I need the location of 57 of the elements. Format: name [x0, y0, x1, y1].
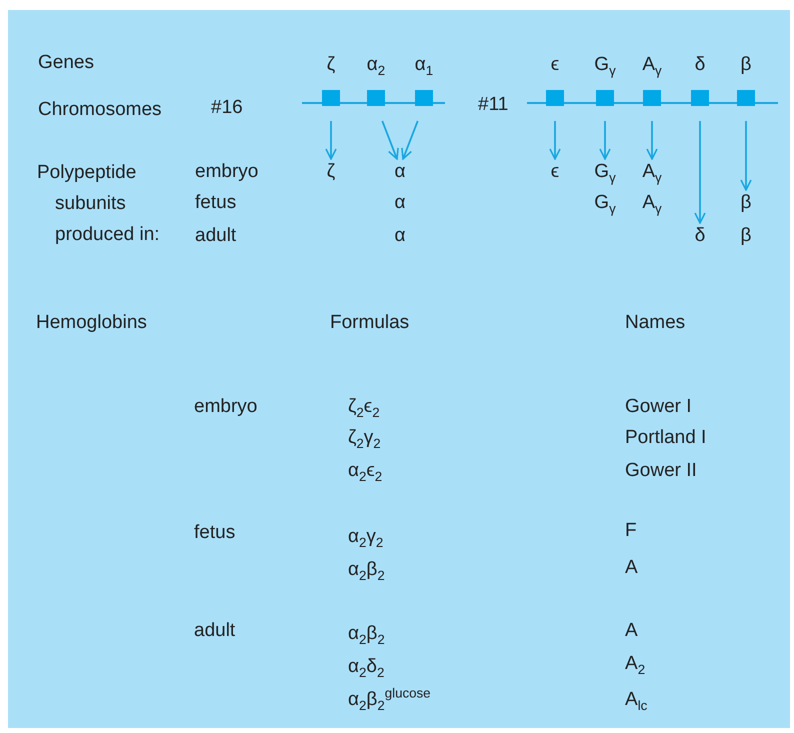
formula: ζ$_{2}$γ$_{2}$: [348, 426, 381, 450]
gene-symbol: A$_{γ}$: [641, 54, 663, 76]
arrow: [401, 120, 419, 160]
formula: α$_{2}$δ$_{2}$: [348, 655, 384, 679]
row-heading: Chromosomes: [38, 98, 162, 122]
arrow: [646, 121, 658, 160]
formula: ζ$_{2}$ϵ$_{2}$: [348, 395, 380, 419]
arrow: [549, 121, 561, 160]
hemoglobin-name: A: [625, 556, 638, 580]
formula: α$_{2}$β$_{2}$: [348, 622, 385, 646]
polypeptide-symbol: G$_{γ}$: [583, 161, 627, 183]
polypeptide-symbol: A$_{γ}$: [642, 191, 662, 215]
hemoglobin-name: Gower I: [625, 395, 692, 419]
polypeptide-symbol: β: [740, 224, 752, 248]
polypeptide-symbol: α: [394, 191, 406, 215]
stage-label: fetus: [195, 191, 236, 215]
column-header: Formulas: [330, 311, 410, 335]
gene-symbol: α$_{1}$: [414, 54, 434, 76]
formula: α$_{2}$ϵ$_{2}$: [348, 459, 382, 483]
column-header: Names: [625, 311, 686, 335]
arrow: [381, 120, 399, 160]
hemoglobin-name: F: [625, 519, 637, 543]
gene-symbol: G$_{γ}$: [593, 54, 617, 76]
polypeptide-symbol: G$_{γ}$: [594, 191, 616, 215]
gene-symbol: α$_{2}$: [366, 54, 386, 76]
gene-symbol: δ: [694, 54, 706, 76]
arrow: [740, 121, 752, 191]
row-heading: Hemoglobins: [36, 311, 147, 335]
polypeptide-symbol: α: [378, 161, 422, 183]
gene-symbol: ϵ: [550, 54, 560, 76]
polypeptide-symbol: ϵ: [533, 161, 577, 183]
polypeptide-symbol: δ: [678, 225, 722, 247]
row-heading: Polypeptide subunits produced in:: [37, 160, 161, 246]
stage-label: adult: [194, 619, 236, 643]
arrow: [325, 121, 337, 160]
polypeptide-symbol: A$_{γ}$: [630, 161, 674, 183]
stage-label: embryo: [195, 160, 258, 184]
stage-label: fetus: [194, 521, 236, 545]
hemoglobin-name: A: [625, 619, 638, 643]
hemoglobin-name: A$_{lc}$: [625, 688, 648, 712]
chromosome-number: #16: [211, 96, 243, 120]
polypeptide-symbol: α: [394, 224, 406, 248]
hemoglobin-name: A$_{2}$: [625, 652, 646, 676]
polypeptide-symbol: β: [724, 192, 768, 214]
arrow: [599, 121, 611, 160]
stage-label: embryo: [194, 395, 258, 419]
arrow: [694, 121, 706, 224]
hemoglobin-name: Portland I: [625, 426, 706, 450]
formula: α$_{2}$γ$_{2}$: [348, 525, 384, 549]
gene-symbol: β: [740, 54, 752, 76]
row-heading: Genes: [38, 51, 94, 75]
hemoglobin-name: Gower II: [625, 459, 697, 483]
gene-symbol: ζ: [326, 54, 336, 76]
chromosome-number: #11: [478, 93, 508, 117]
polypeptide-symbol: ζ: [309, 161, 353, 183]
stage-label: adult: [195, 224, 236, 248]
formula: α$_{2}$β$_{2}$: [348, 558, 385, 582]
